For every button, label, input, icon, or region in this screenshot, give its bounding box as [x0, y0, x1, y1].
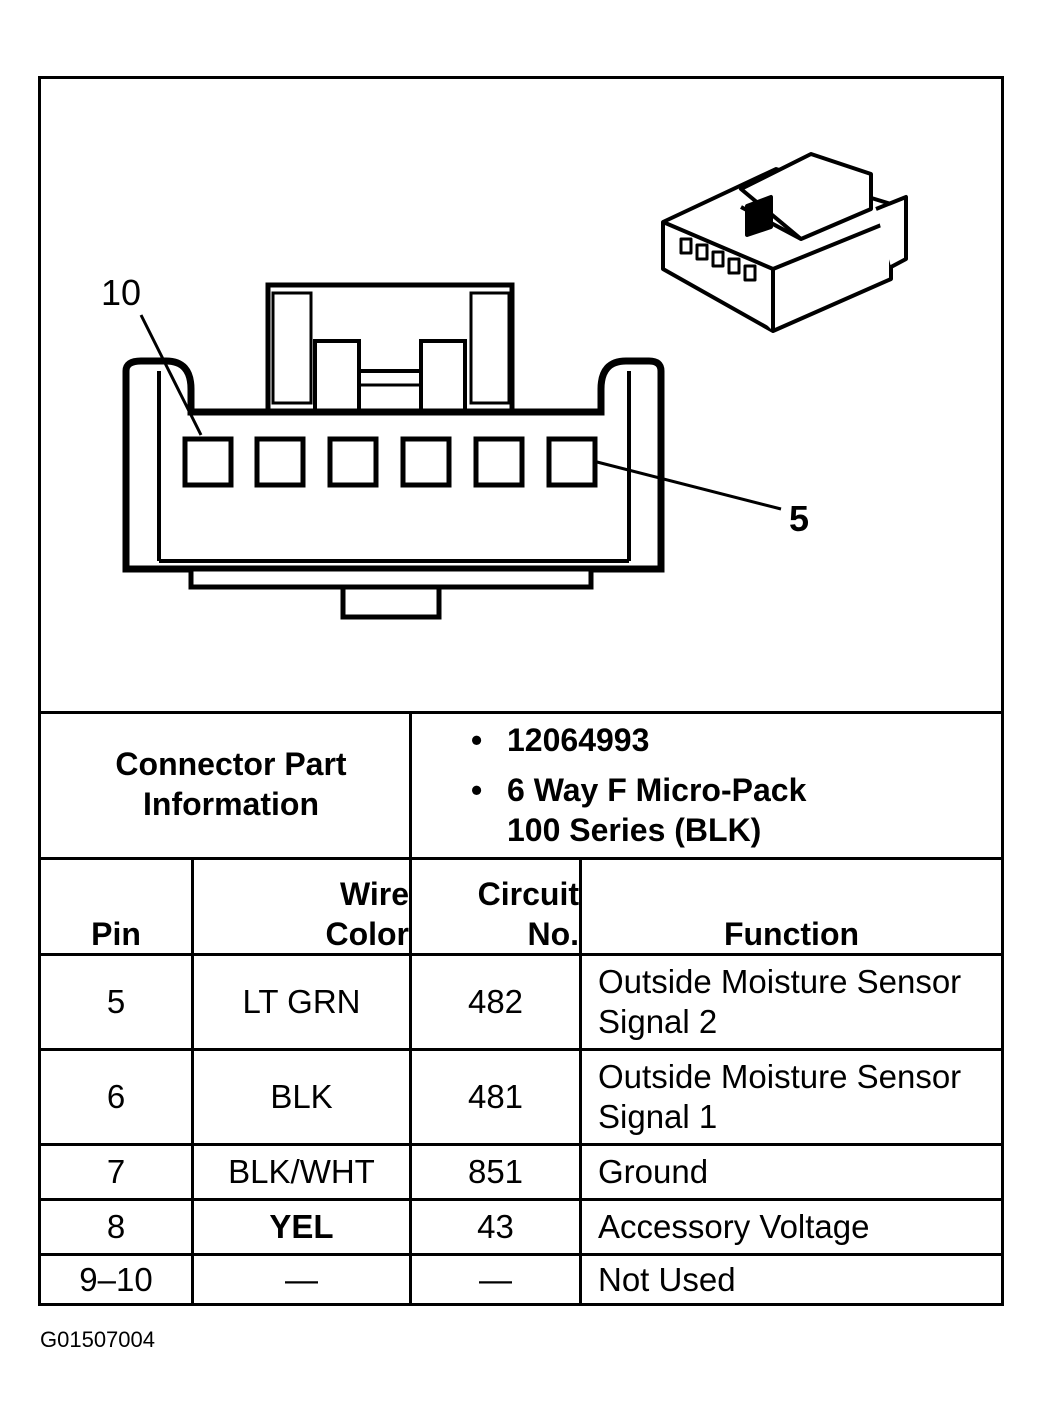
connector-isometric-icon [661, 152, 908, 333]
connector-info-values: 12064993 6 Way F Micro-Pack 100 Series (… [471, 720, 991, 850]
table-row-pin: 9–10 [79, 1260, 153, 1298]
callout-pin-5: 5 [789, 498, 809, 539]
header-circuit-no: Circuit No. [477, 876, 579, 952]
table-row-function: Outside Moisture Sensor Signal 2 [598, 963, 962, 1040]
header-pin: Pin [91, 916, 141, 952]
table-row-circuit: — [479, 1260, 512, 1298]
connector-info-label-text: Connector Part Information [115, 746, 347, 822]
table-row-function: Ground [598, 1153, 709, 1190]
header-function: Function [723, 916, 860, 952]
table-row-pin: 8 [106, 1208, 126, 1245]
table-row-circuit: 481 [467, 1078, 524, 1115]
part-description-line1: 6 Way F Micro-Pack [471, 770, 991, 810]
table-row-wire-color: BLK [270, 1078, 333, 1115]
table-row-wire-color: YEL [269, 1208, 334, 1245]
table-row-function: Accessory Voltage [598, 1208, 870, 1245]
table-row-wire-color: LT GRN [242, 983, 361, 1020]
figure-code: G01507004 [40, 1327, 155, 1352]
table-row-pin: 6 [106, 1078, 126, 1115]
table-row-pin: 7 [106, 1153, 126, 1190]
table-row-function: Outside Moisture Sensor Signal 1 [598, 1058, 962, 1135]
callout-pin-10: 10 [101, 272, 141, 313]
connector-diagram: 10 5 [101, 152, 908, 620]
connector-front-view [122, 282, 782, 620]
table-row-wire-color: — [285, 1260, 318, 1298]
connector-info-label: Connector Part Information [81, 739, 381, 829]
header-wire-color: Wire Color [325, 876, 409, 952]
part-description-line2: 100 Series (BLK) [507, 812, 762, 848]
part-number: 12064993 [471, 720, 991, 760]
table-row-circuit: 482 [467, 983, 524, 1020]
table-row-function: Not Used [598, 1260, 736, 1298]
table-row-wire-color: BLK/WHT [228, 1153, 375, 1190]
table-row-circuit: 851 [467, 1153, 524, 1190]
table-row-pin: 5 [106, 983, 126, 1020]
connector-frame: 10 5 Connector Part Information 12064993… [38, 76, 1004, 1306]
table-row-circuit: 43 [477, 1208, 514, 1245]
